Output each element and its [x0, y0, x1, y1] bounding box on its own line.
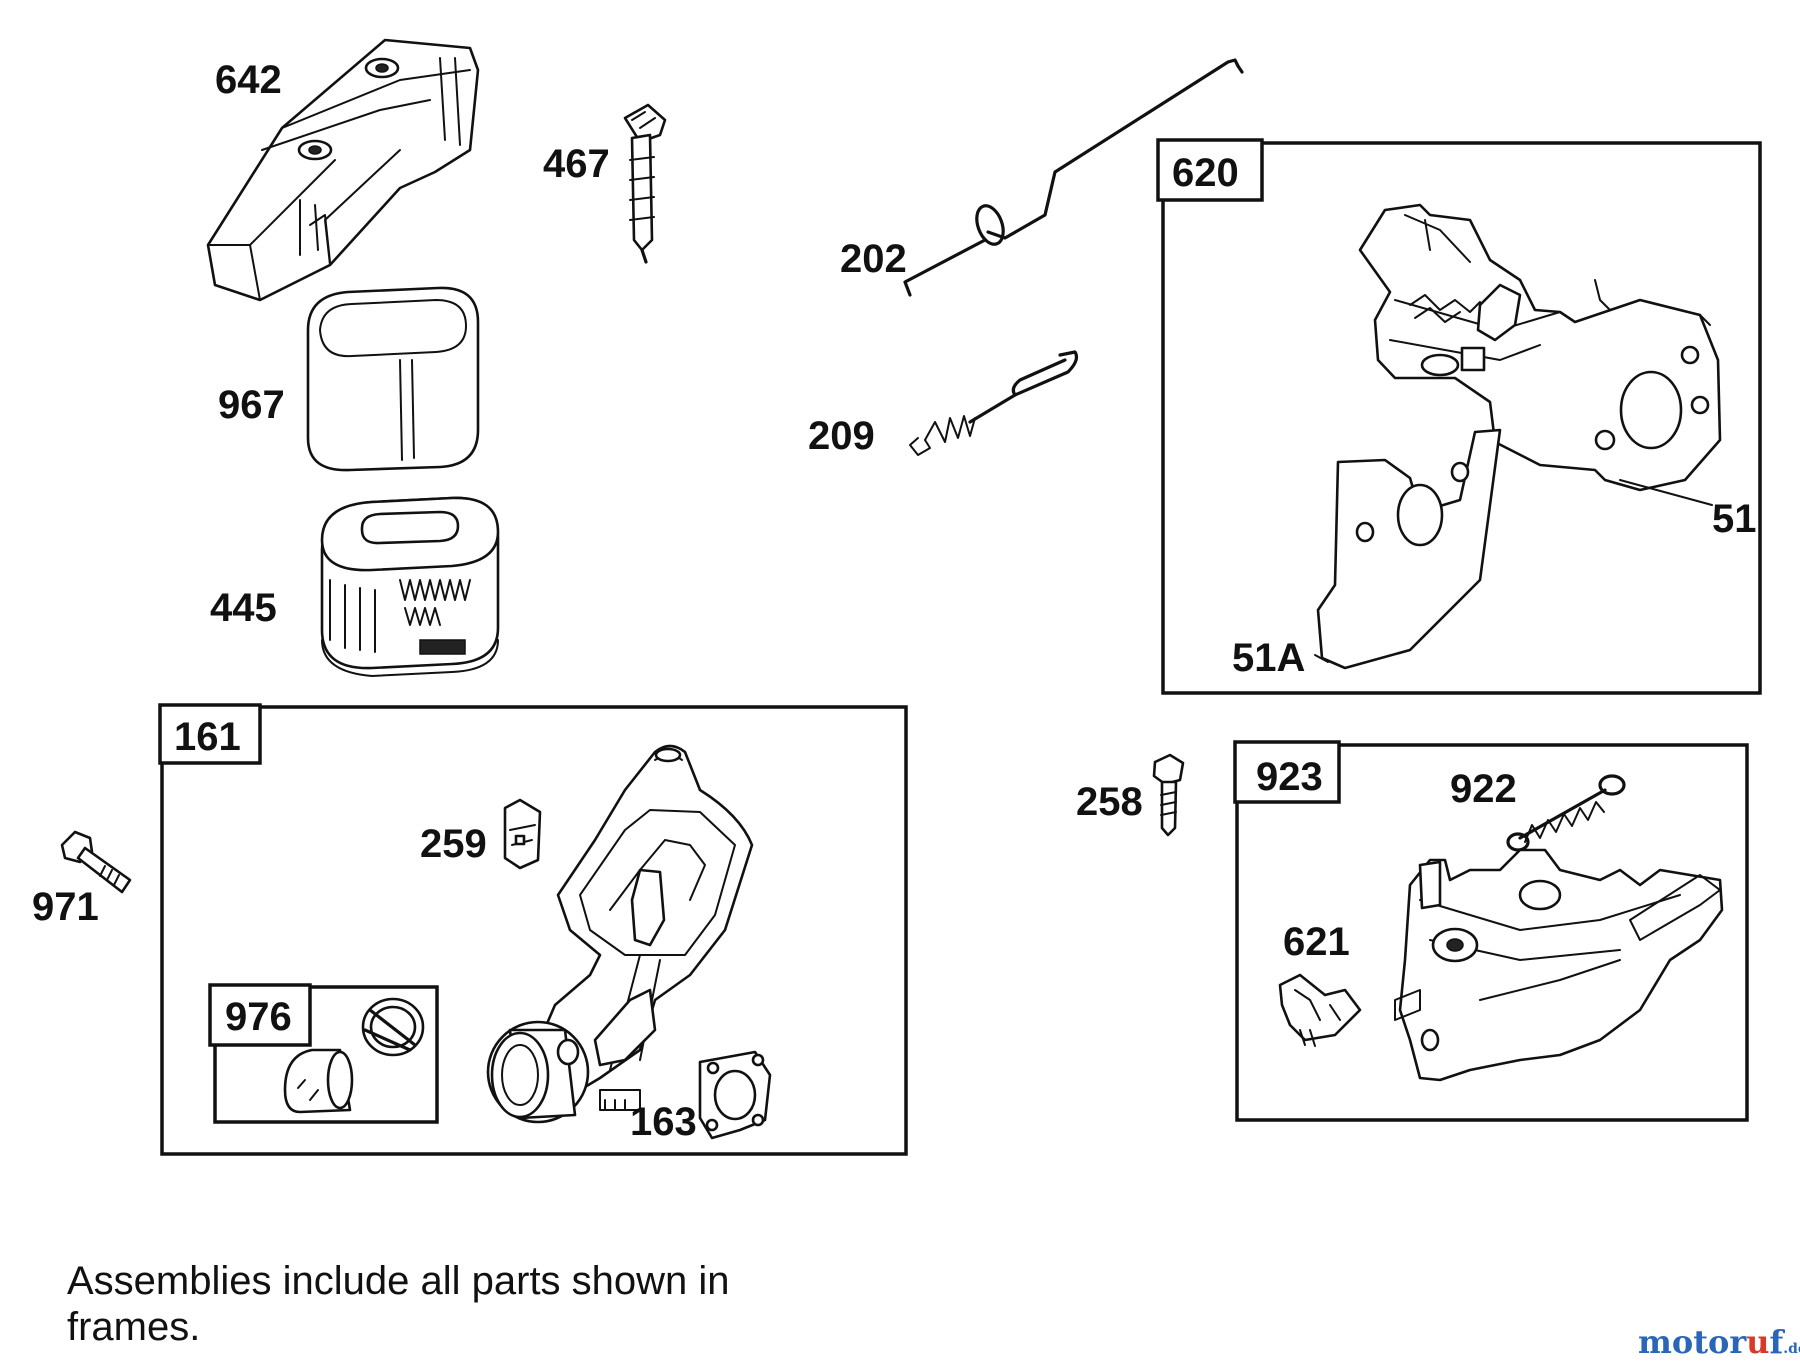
label-209: 209: [808, 414, 875, 458]
label-163: 163: [630, 1100, 697, 1144]
clip-621: [1278, 973, 1362, 1047]
assembly-note: Assemblies include all parts shown in fr…: [67, 1259, 730, 1349]
pre-cleaner: [306, 286, 480, 472]
bolt-258: [1152, 753, 1185, 837]
frame-161: [158, 703, 908, 1156]
watermark-logo: motoruf.de: [1638, 1323, 1800, 1361]
leader-51a: [1314, 654, 1329, 663]
breather-976: [283, 997, 425, 1114]
frame-label-976: 976: [225, 995, 292, 1039]
label-967: 967: [218, 383, 285, 427]
control-bracket: [1394, 848, 1724, 1082]
spring-922: [1506, 774, 1626, 852]
bolt-467: [623, 103, 667, 264]
governor-control-bracket: [1358, 203, 1722, 492]
air-cleaner-base: [538, 744, 754, 1111]
frame-label-161: 161: [174, 715, 241, 759]
watermark-tail: f: [1769, 1323, 1784, 1361]
clip-259: [503, 798, 542, 870]
frame-923: [1233, 740, 1749, 1122]
watermark-suffix: .de: [1783, 1341, 1800, 1357]
watermark-main: motor: [1638, 1323, 1747, 1361]
governor-link: [903, 58, 1244, 297]
frame-label-620: 620: [1172, 151, 1239, 195]
spring-209: [909, 350, 1079, 456]
air-cleaner-cover: [206, 38, 480, 302]
air-filter: [320, 496, 500, 677]
label-922: 922: [1450, 767, 1517, 811]
label-642: 642: [215, 58, 282, 102]
label-445: 445: [210, 586, 277, 630]
leader-51: [1619, 479, 1713, 506]
gasket-51a: [1316, 428, 1502, 670]
label-259: 259: [420, 822, 487, 866]
bolt-971: [60, 830, 132, 894]
label-621: 621: [1283, 920, 1350, 964]
label-467: 467: [543, 142, 610, 186]
frame-label-923: 923: [1256, 755, 1323, 799]
watermark-accent: u: [1746, 1323, 1770, 1361]
label-51a: 51A: [1232, 636, 1305, 680]
air-horn: [486, 1020, 590, 1124]
gasket-163: [698, 1050, 772, 1140]
frame-976: [208, 983, 439, 1124]
label-202: 202: [840, 237, 907, 281]
frame-620: [1156, 138, 1762, 695]
label-51: 51: [1712, 497, 1757, 541]
label-258: 258: [1076, 780, 1143, 824]
label-971: 971: [32, 885, 99, 929]
